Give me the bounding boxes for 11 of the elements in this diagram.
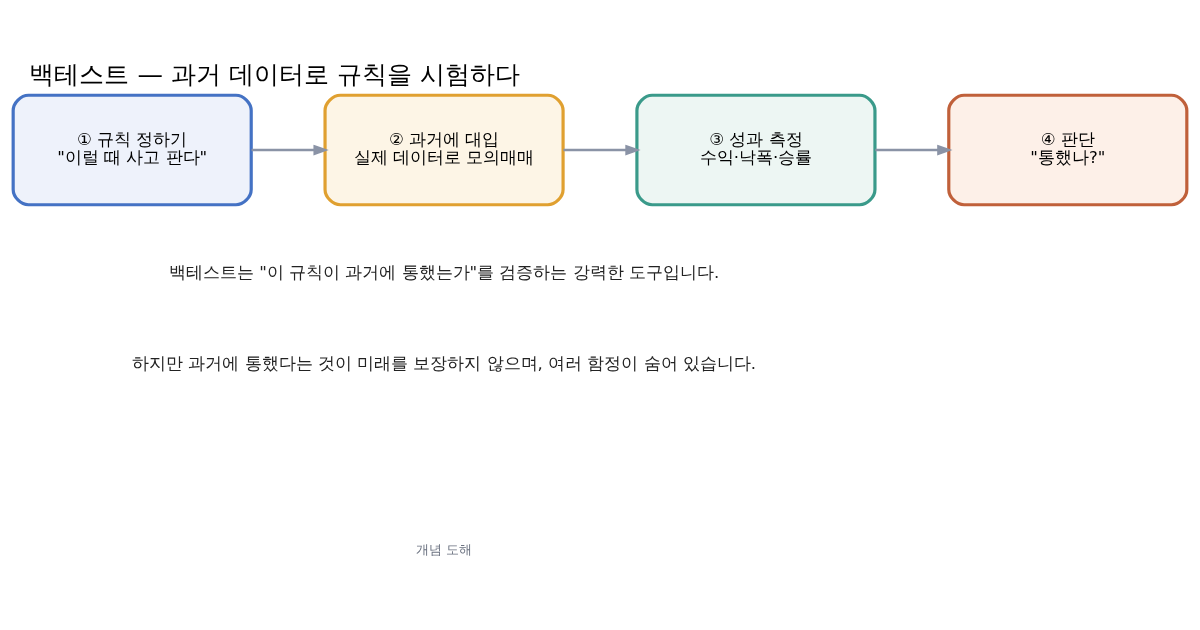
diagram-title: 백테스트 — 과거 데이터로 규칙을 시험하다 (29, 58, 521, 89)
label: 백테스트는 "이 규칙이 과거에 통했는가"를 검증하는 강력한 도구입니다. (168, 262, 720, 282)
node-box: ③ 성과 측정 수익·낙폭·승률 (635, 93, 877, 206)
arrow (563, 144, 641, 155)
label: 개념 도해 (416, 541, 473, 557)
node-box: ① 규칙 정하기 "이럴 때 사고 판다" (11, 93, 253, 206)
arrow (875, 144, 953, 155)
arrow (251, 144, 329, 155)
node-box: ② 과거에 대입 실제 데이터로 모의매매 (323, 93, 565, 206)
node-box: ④ 판단 "통했나?" (947, 93, 1189, 206)
label: 하지만 과거에 통했다는 것이 미래를 보장하지 않으며, 여러 함정이 숨어 있습니다. (132, 353, 757, 373)
